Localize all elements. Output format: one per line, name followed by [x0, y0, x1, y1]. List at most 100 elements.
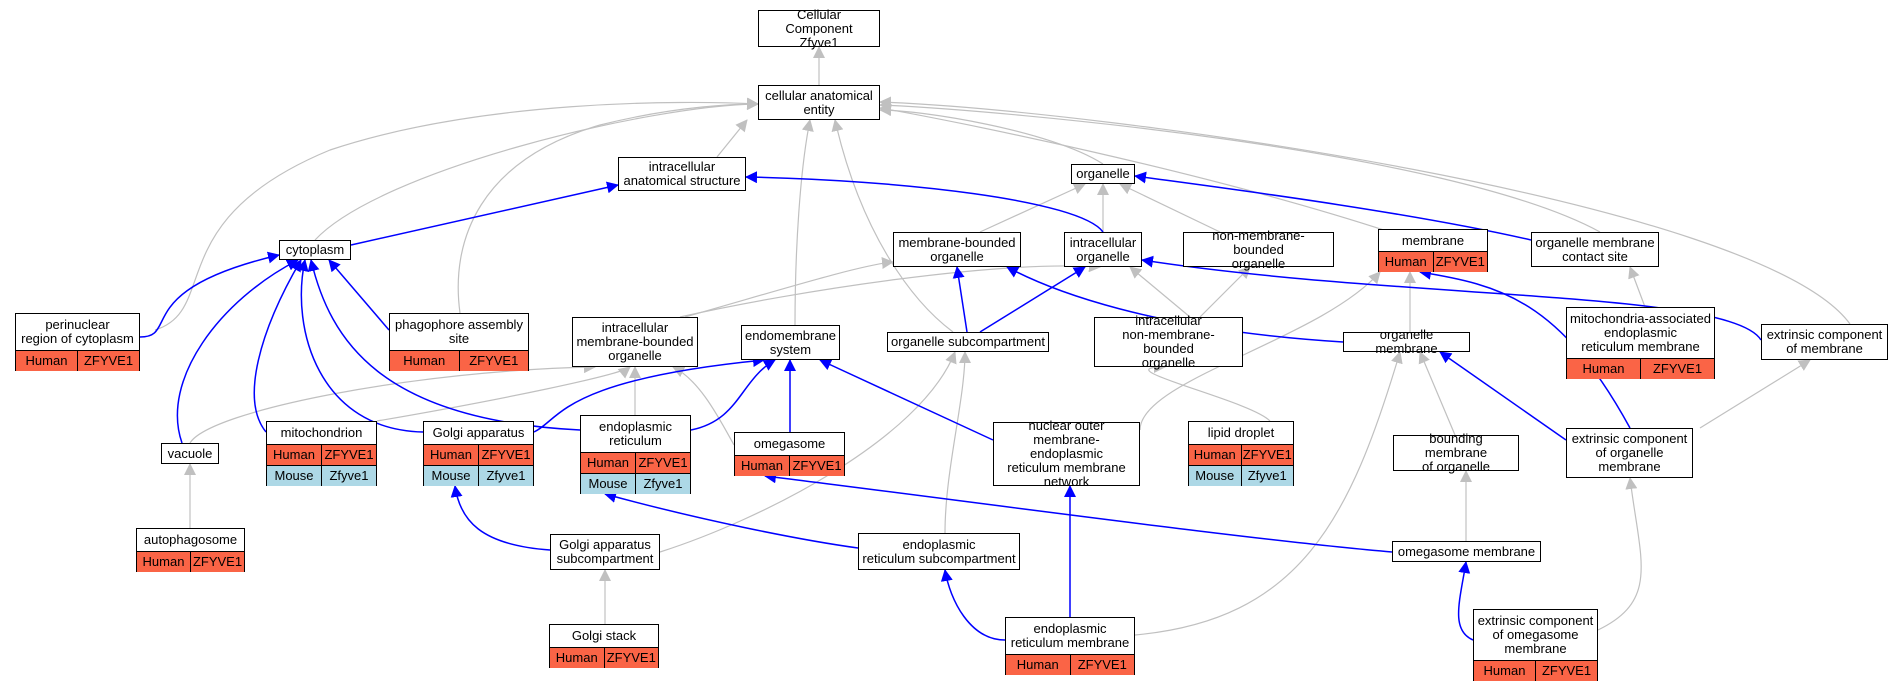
- gene-cell: ZFYVE1: [1069, 655, 1135, 675]
- gene-cell: ZFYVE1: [77, 351, 139, 371]
- node-label: phagophore assembly site: [395, 317, 523, 346]
- gene-cell: ZFYVE1: [1535, 661, 1597, 681]
- node-intracellular-membrane-bounded-organelle[interactable]: intracellular membrane-bounded organelle: [572, 317, 698, 367]
- node-organelle-membrane[interactable]: organelle membrane: [1343, 327, 1470, 356]
- species-cell: Human: [1384, 254, 1427, 269]
- gene-cell: ZFYVE1: [1240, 445, 1294, 465]
- species-cell: Human: [1193, 447, 1236, 462]
- edge-cytoplasm-cae: [314, 98, 759, 241]
- node-perinuclear-region-of-cytoplasm[interactable]: perinuclear region of cytoplasm Human ZF…: [15, 313, 140, 371]
- node-endomembrane-system[interactable]: endomembrane system: [741, 325, 840, 360]
- node-extrinsic-component-of-organelle-membrane[interactable]: extrinsic component of organelle membran…: [1566, 428, 1693, 478]
- species-cell: Human: [273, 447, 315, 462]
- edge-imbo-io: [679, 260, 1101, 318]
- edge-ecm-cae: [879, 96, 1851, 325]
- node-intracellular-non-membrane-bounded-organelle[interactable]: intracellular non-membrane-bounded organ…: [1094, 314, 1243, 370]
- node-label: intracellular membrane-bounded organelle: [576, 320, 694, 363]
- edge-golgi-endomembrane: [533, 355, 765, 433]
- species-cell: Human: [25, 353, 68, 368]
- node-non-membrane-bounded-organelle[interactable]: non-membrane-bounded organelle: [1183, 227, 1334, 271]
- edge-perinuclear-cae: [154, 97, 759, 331]
- edge-omcs-organelle: [1134, 171, 1532, 241]
- node-membrane[interactable]: membrane Human ZFYVE1: [1378, 229, 1488, 272]
- edge-omem-mbo: [1006, 266, 1344, 343]
- gene-cell: ZFYVE1: [1640, 359, 1714, 379]
- node-label: membrane-bounded organelle: [898, 234, 1016, 264]
- node-label: cytoplasm: [285, 242, 345, 257]
- node-label: lipid droplet: [1207, 425, 1275, 440]
- edge-golgi-cytoplasm: [296, 259, 424, 433]
- node-cellular-anatomical-entity[interactable]: cellular anatomical entity: [758, 85, 880, 120]
- gene-cell: ZFYVE1: [321, 445, 376, 465]
- node-label: intracellular organelle: [1069, 234, 1137, 264]
- node-lipid-droplet[interactable]: lipid droplet Human ZFYVE1 Mouse Zfyve1: [1188, 421, 1294, 486]
- gene-cell: ZFYVE1: [789, 456, 844, 476]
- annotation-row: Human ZFYVE1: [390, 350, 528, 371]
- node-intracellular-organelle[interactable]: intracellular organelle: [1064, 232, 1142, 267]
- edge-osub-mbo: [952, 266, 968, 333]
- node-autophagosome[interactable]: autophagosome Human ZFYVE1: [136, 528, 245, 572]
- node-endoplasmic-reticulum[interactable]: endoplasmic reticulum Human ZFYVE1 Mouse…: [580, 415, 691, 494]
- node-omegasome[interactable]: omegasome Human ZFYVE1: [734, 432, 845, 476]
- node-organelle-subcompartment[interactable]: organelle subcompartment: [887, 332, 1049, 352]
- edge-omegamem-omegasome: [764, 471, 1393, 553]
- species-cell: Human: [1483, 663, 1526, 678]
- edge-ias-cae: [716, 119, 748, 158]
- edge-ecom-membrane: [1419, 267, 1631, 429]
- node-organelle[interactable]: organelle: [1071, 164, 1135, 184]
- node-mitochondria-associated-er-membrane[interactable]: mitochondria-associated endoplasmic reti…: [1566, 307, 1715, 379]
- node-golgi-apparatus-subcompartment[interactable]: Golgi apparatus subcompartment: [550, 534, 660, 570]
- species-cell: Human: [1582, 361, 1625, 376]
- node-vacuole[interactable]: vacuole: [161, 443, 219, 464]
- node-mitochondrion[interactable]: mitochondrion Human ZFYVE1 Mouse Zfyve1: [266, 421, 377, 486]
- node-cellular-component-zfyve1[interactable]: Cellular Component Zfyve1: [758, 7, 880, 49]
- edge-lipid-inmbo: [1148, 361, 1271, 422]
- node-label: organelle membrane: [1375, 327, 1438, 356]
- edge-vacuole-cytoplasm: [176, 259, 299, 444]
- node-label: organelle membrane contact site: [1535, 234, 1655, 264]
- node-label: Golgi apparatus: [432, 425, 525, 440]
- edge-ecom-omem: [1439, 351, 1567, 441]
- edge-ecm-io: [1141, 255, 1762, 341]
- edge-ermem-ersub: [940, 569, 1006, 641]
- node-cytoplasm[interactable]: cytoplasm: [279, 240, 351, 260]
- node-membrane-bounded-organelle[interactable]: membrane-bounded organelle: [893, 232, 1021, 267]
- annotation-row: Human ZFYVE1: [581, 452, 690, 473]
- node-label: non-membrane-bounded organelle: [1212, 227, 1305, 271]
- edge-omcs-cae: [879, 99, 1601, 233]
- node-bounding-membrane-of-organelle[interactable]: bounding membrane of organelle: [1393, 431, 1519, 474]
- gene-cell: ZFYVE1: [478, 445, 533, 465]
- node-phagophore-assembly-site[interactable]: phagophore assembly site Human ZFYVE1: [389, 313, 529, 371]
- node-extrinsic-component-of-membrane[interactable]: extrinsic component of membrane: [1761, 324, 1888, 360]
- gene-cell: ZFYVE1: [603, 648, 659, 668]
- annotation-row: Human ZFYVE1: [1567, 358, 1714, 379]
- species-cell: Human: [587, 455, 629, 470]
- node-label: organelle: [1076, 166, 1130, 181]
- gene-cell: ZFYVE1: [190, 552, 244, 572]
- node-endoplasmic-reticulum-subcompartment[interactable]: endoplasmic reticulum subcompartment: [858, 533, 1020, 570]
- node-nuclear-outer-membrane-er-membrane-network[interactable]: nuclear outer membrane-endoplasmic retic…: [993, 419, 1140, 489]
- edge-ecom-ecm: [1699, 359, 1811, 429]
- node-omegasome-membrane[interactable]: omegasome membrane: [1392, 541, 1541, 562]
- node-label: extrinsic component of organelle membran…: [1571, 431, 1688, 474]
- species-cell: Mouse: [1195, 468, 1235, 483]
- node-label: bounding membrane of organelle: [1422, 431, 1490, 474]
- node-endoplasmic-reticulum-membrane[interactable]: endoplasmic reticulum membrane Human ZFY…: [1005, 617, 1135, 675]
- edge-nuclear-endomembrane: [819, 359, 994, 441]
- node-organelle-membrane-contact-site[interactable]: organelle membrane contact site: [1531, 232, 1659, 267]
- edge-membrane-cae: [879, 103, 1391, 233]
- species-cell: Human: [142, 554, 185, 569]
- edge-golgisub-golgi: [450, 485, 551, 551]
- node-label: intracellular anatomical structure: [623, 159, 741, 188]
- node-label: Golgi apparatus subcompartment: [556, 537, 654, 566]
- node-extrinsic-component-of-omegasome-membrane[interactable]: extrinsic component of omegasome membran…: [1473, 609, 1598, 681]
- edge-osub-cae: [831, 119, 954, 333]
- edge-ermem-omem: [1134, 351, 1403, 636]
- node-golgi-apparatus[interactable]: Golgi apparatus Human ZFYVE1 Mouse Zfyve…: [423, 421, 534, 486]
- node-intracellular-anatomical-structure[interactable]: intracellular anatomical structure: [618, 157, 746, 191]
- node-label: perinuclear region of cytoplasm: [21, 317, 134, 346]
- annotation-row: Mouse Zfyve1: [424, 465, 533, 486]
- node-golgi-stack[interactable]: Golgi stack Human ZFYVE1: [549, 624, 659, 668]
- species-cell: Mouse: [274, 468, 314, 483]
- node-label: vacuole: [167, 445, 213, 461]
